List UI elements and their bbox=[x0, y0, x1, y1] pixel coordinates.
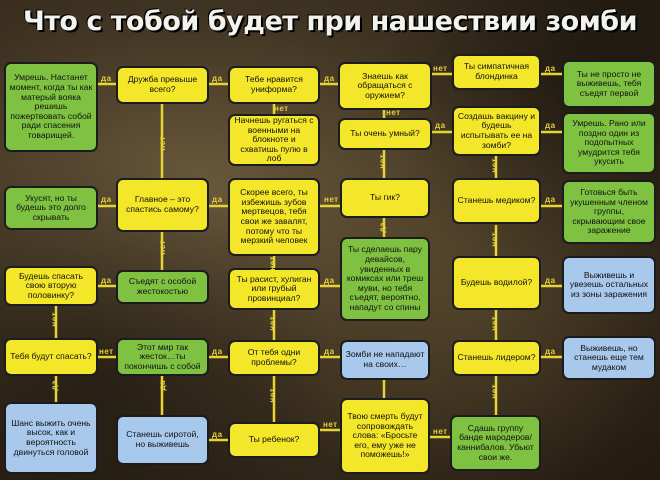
question-smart: Ты очень умный? bbox=[338, 118, 432, 150]
question-uniform: Тебе нравится униформа? bbox=[228, 66, 320, 104]
label-yes: да bbox=[212, 195, 223, 204]
label-no: нет bbox=[268, 388, 277, 403]
label-yes: да bbox=[101, 195, 112, 204]
label-no: нет bbox=[274, 104, 289, 113]
question-friendship: Дружба превыше всего? bbox=[116, 66, 209, 104]
outcome-die-late: Умрешь. Рано или поздно один из подопытн… bbox=[562, 112, 656, 174]
label-no: нет bbox=[268, 256, 277, 271]
label-no: нет bbox=[158, 240, 167, 255]
label-no: нет bbox=[490, 316, 499, 331]
label-no: нет bbox=[490, 158, 499, 173]
label-no: нет bbox=[158, 136, 167, 151]
label-yes: да bbox=[50, 380, 59, 391]
label-yes: да bbox=[378, 222, 387, 233]
label-no: нет bbox=[433, 64, 448, 73]
outcome-orphan: Станешь сиротой, но выживешь bbox=[116, 415, 209, 465]
label-no: нет bbox=[323, 420, 338, 429]
question-leader: Станешь лидером? bbox=[452, 340, 541, 376]
page-title: Что с тобой будет при нашествии зомби bbox=[22, 6, 638, 37]
label-yes: да bbox=[212, 430, 223, 439]
outcome-eaten-first: Ты не просто не выживешь, тебя съедят пе… bbox=[562, 60, 656, 108]
outcome-survive-zone: Выживешь и увезешь остальных из зоны зар… bbox=[562, 256, 656, 314]
label-no: нет bbox=[386, 108, 401, 117]
label-yes: да bbox=[324, 74, 335, 83]
outcome-surrender: Сдашь группу банде мародеров/каннибалов.… bbox=[450, 415, 541, 471]
label-yes: да bbox=[158, 380, 167, 391]
label-no: нет bbox=[324, 195, 339, 204]
label-no: нет bbox=[268, 316, 277, 331]
outcome-zombie-teeth: Скорее всего, ты избежишь зубов мертвецо… bbox=[228, 178, 320, 256]
question-child: Ты ребенок? bbox=[228, 422, 320, 458]
label-no: нет bbox=[433, 427, 448, 436]
question-medic: Станешь медиком? bbox=[452, 178, 541, 224]
label-yes: да bbox=[324, 347, 335, 356]
label-yes: да bbox=[545, 64, 556, 73]
label-yes: да bbox=[545, 195, 556, 204]
question-driver: Будешь водилой? bbox=[452, 256, 541, 310]
outcome-zombie-movies: Ты сделаешь пару девайсов, увиденных в к… bbox=[340, 237, 430, 321]
question-blonde: Ты симпатичная блондинка bbox=[452, 54, 541, 90]
label-yes: да bbox=[545, 276, 556, 285]
outcome-zombies-no-attack: Зомби не нападают на своих… bbox=[340, 340, 430, 380]
outcome-survive-jerk: Выживешь, но станешь еще тем мудаком bbox=[562, 336, 656, 380]
label-yes: да bbox=[435, 121, 446, 130]
outcome-death-words: Твою смерть будут сопровождать слова: «Б… bbox=[340, 398, 430, 474]
outcome-die-sacrifice: Умрешь. Настанет момент, когда ты как ма… bbox=[4, 62, 98, 152]
outcome-bitten: Укусят, но ты будешь это долго скрывать bbox=[4, 186, 98, 230]
question-geek: Ты гик? bbox=[340, 178, 430, 218]
outcome-ready-die: Готовься быть укушенным членом группы, с… bbox=[562, 180, 656, 244]
label-yes: да bbox=[545, 347, 556, 356]
question-vaccine: Создашь вакцину и будешь испытывать ее н… bbox=[452, 106, 541, 156]
outcome-cruelty: Съедят с особой жестокостью bbox=[116, 270, 209, 304]
label-no: нет bbox=[99, 347, 114, 356]
label-no: нет bbox=[490, 232, 499, 247]
label-no: нет bbox=[50, 312, 59, 327]
outcome-notebook: Начнешь ругаться с военными на блокноте … bbox=[228, 114, 320, 166]
question-save-self: Главное – это спастись самому? bbox=[116, 178, 209, 232]
label-yes: да bbox=[212, 74, 223, 83]
outcome-world-cruel: Этот мир так жесток…ты покончишь с собой bbox=[116, 338, 209, 376]
question-problems: От тебя одни проблемы? bbox=[228, 340, 320, 376]
label-yes: да bbox=[212, 347, 223, 356]
question-will-save: Тебя будут спасать? bbox=[4, 338, 98, 376]
question-weapons: Знаешь как обращаться с оружием? bbox=[338, 62, 432, 110]
label-yes: да bbox=[101, 276, 112, 285]
label-yes: да bbox=[101, 74, 112, 83]
label-yes: да bbox=[545, 121, 556, 130]
outcome-chance: Шанс выжить очень высок, как и вероятнос… bbox=[4, 402, 98, 474]
question-racist: Ты расист, хулиган или грубый провинциал… bbox=[228, 268, 320, 310]
label-yes: да bbox=[324, 276, 335, 285]
question-second-half: Будешь спасать свою вторую половинку? bbox=[4, 266, 98, 306]
label-no: нет bbox=[378, 154, 387, 169]
label-no: нет bbox=[490, 384, 499, 399]
